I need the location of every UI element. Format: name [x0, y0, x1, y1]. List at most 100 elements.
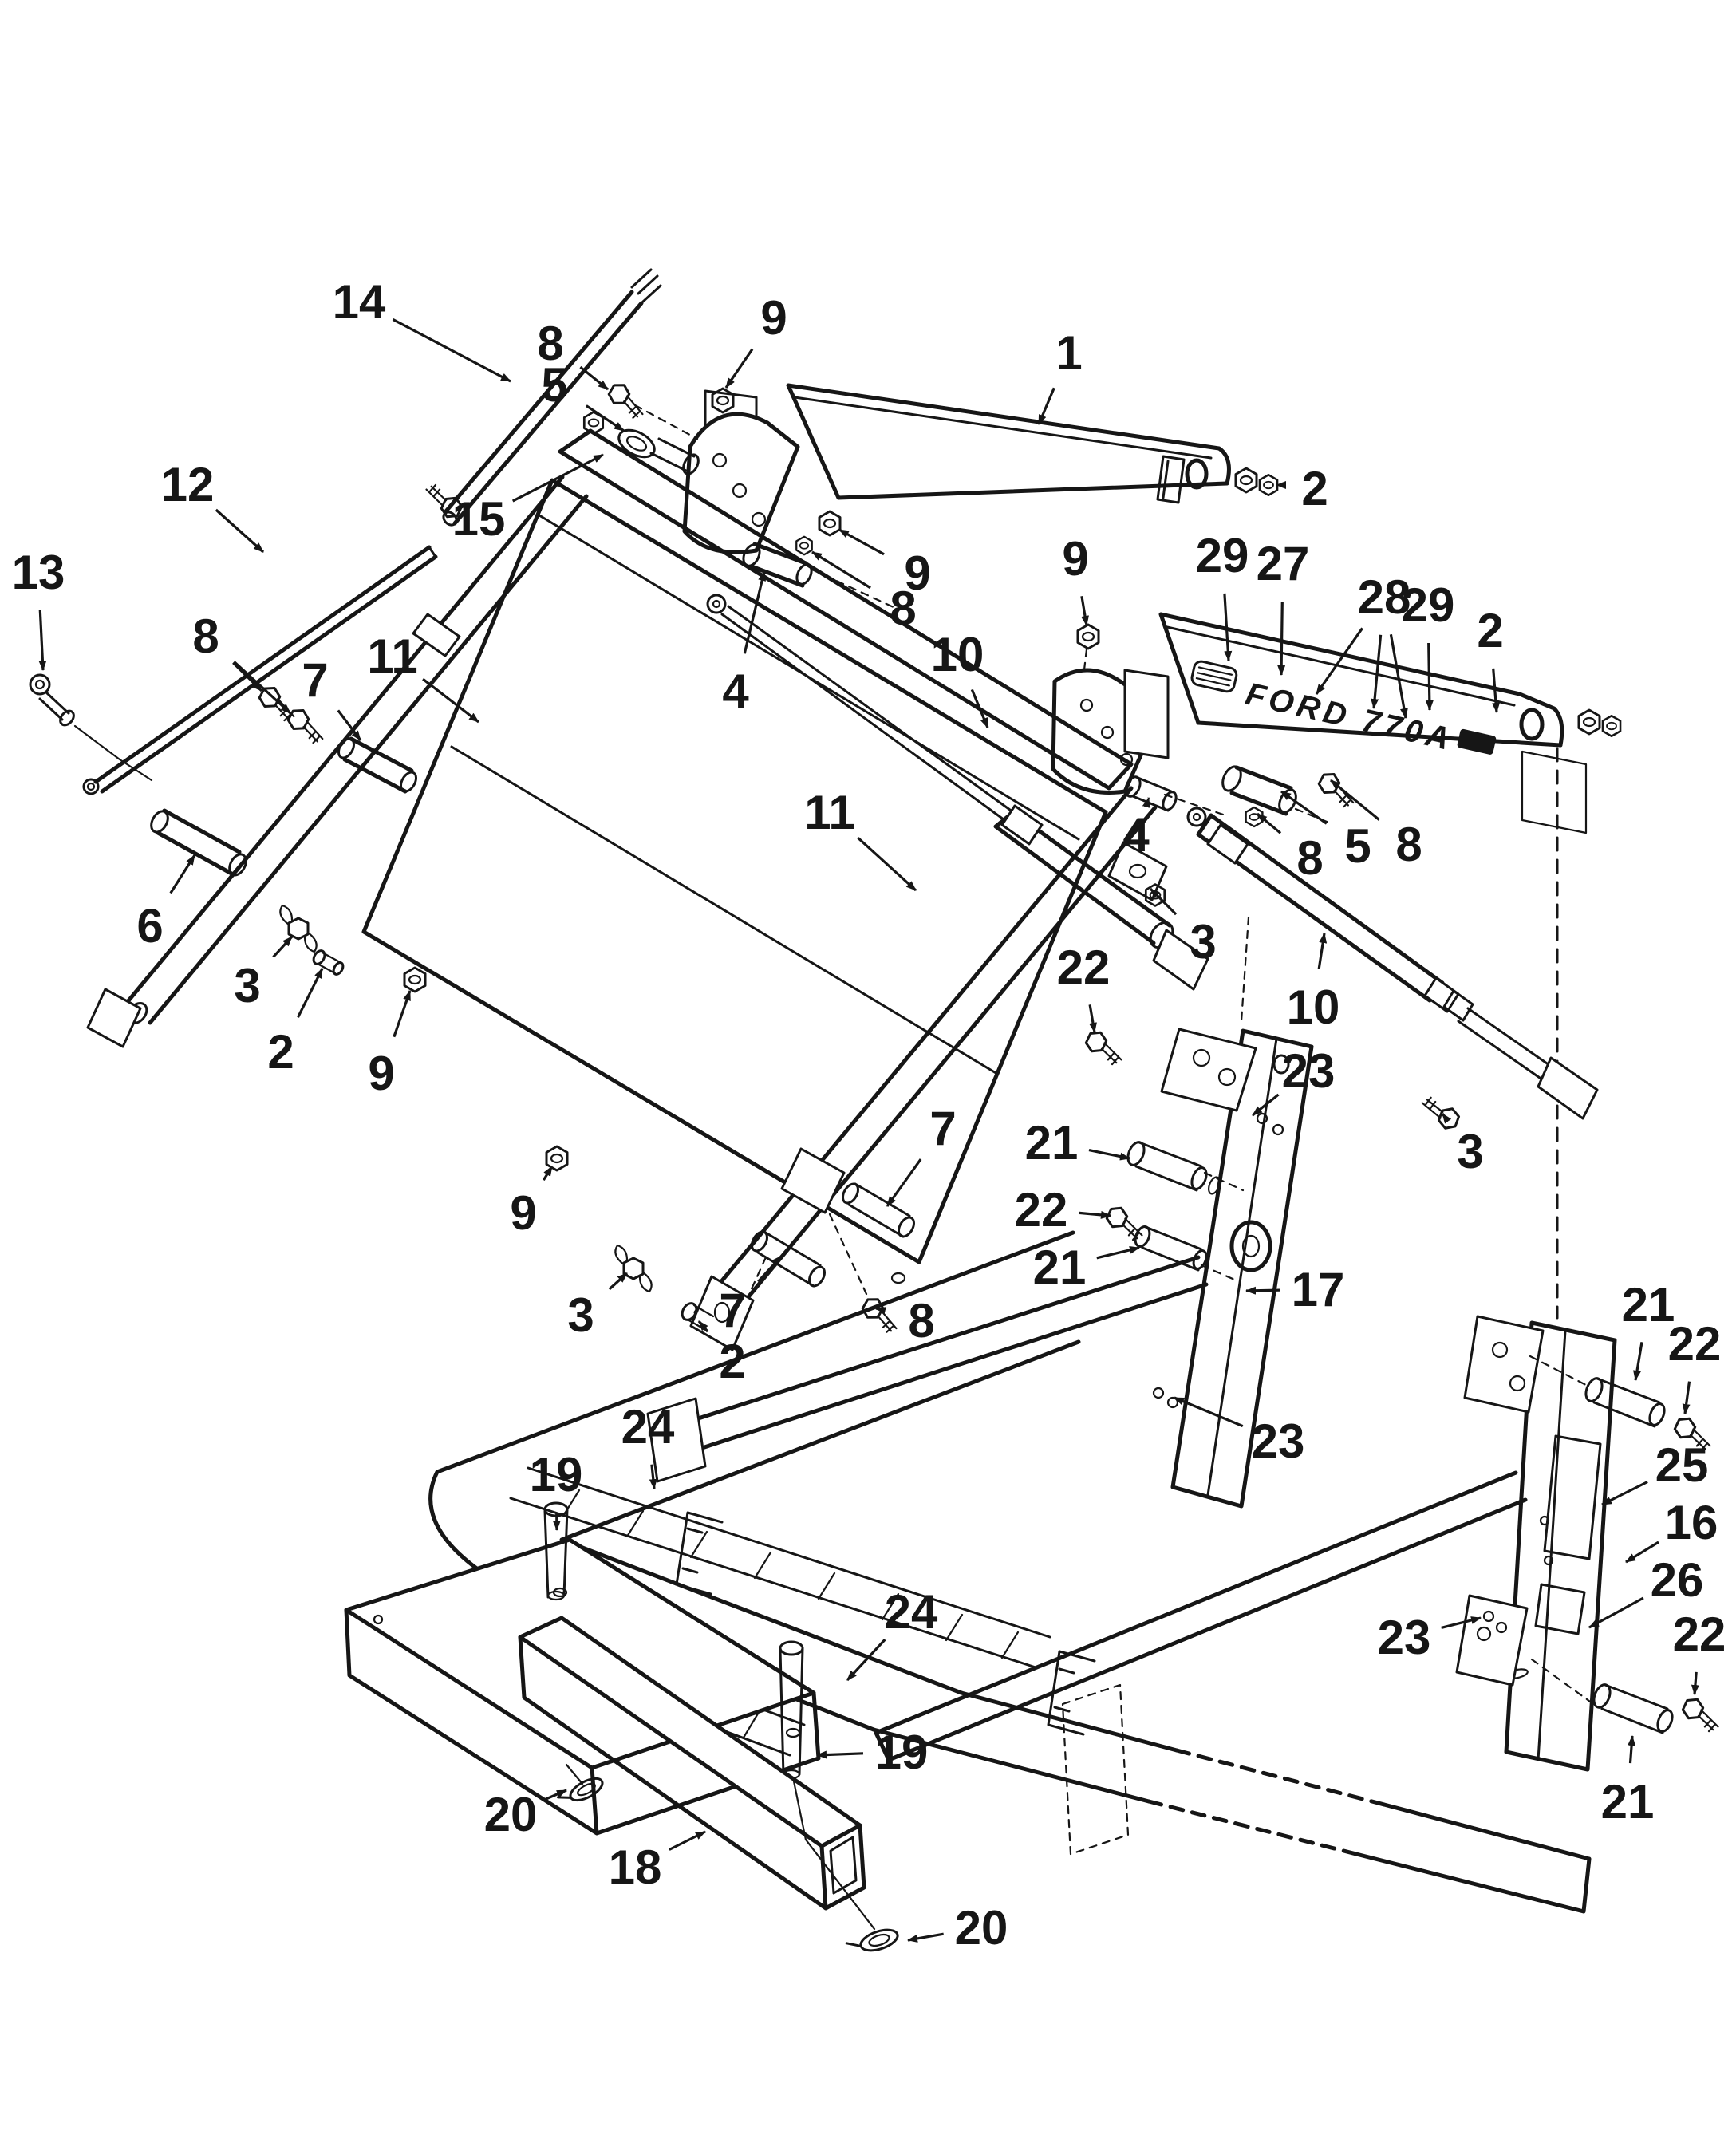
callout-arrow	[422, 677, 479, 724]
callout-arrow	[1280, 790, 1328, 825]
callout-arrow	[542, 1166, 554, 1182]
callout-arrow	[838, 528, 885, 556]
callout-arrow	[169, 854, 196, 894]
callout-arrow	[1096, 1245, 1140, 1260]
lift-arm-left-1	[582, 379, 1279, 678]
callout-arrow	[1149, 887, 1178, 916]
stabilizer-rod-12	[82, 545, 438, 795]
clevis-13	[29, 673, 153, 782]
nut-9-icon	[545, 1145, 569, 1172]
callout-arrow	[1601, 1481, 1648, 1506]
callout-number-21: 21	[1025, 1116, 1079, 1170]
pin-21-icon	[1584, 1377, 1666, 1428]
stabilizer-rod-14	[418, 268, 662, 527]
model-badge-icon	[1457, 728, 1497, 755]
callout-arrow	[1371, 634, 1383, 709]
callout-arrow	[1315, 627, 1363, 695]
callout-number-5: 5	[541, 358, 567, 412]
callout-arrow	[215, 508, 265, 554]
callout-number-23: 23	[1378, 1611, 1431, 1664]
callout-number-23: 23	[1252, 1414, 1305, 1468]
callout-number-25: 25	[1655, 1438, 1709, 1492]
nut-9-icon	[1076, 623, 1100, 650]
washer-8-icon	[795, 535, 813, 556]
callout-arrow	[297, 968, 324, 1018]
callout-arrow	[1425, 642, 1434, 711]
pin-21-icon	[1134, 1225, 1208, 1272]
callout-number-22: 22	[1057, 941, 1111, 994]
callout-number-29: 29	[1196, 529, 1249, 582]
callout-number-11: 11	[804, 786, 854, 839]
callout-number-9: 9	[1062, 532, 1088, 586]
callout-number-12: 12	[161, 458, 215, 511]
callout-arrow	[1256, 812, 1282, 834]
nut-2-icon	[1601, 714, 1622, 738]
callout-number-20: 20	[955, 1901, 1008, 1955]
callout-arrow	[907, 1932, 944, 1943]
callout-number-1: 1	[1055, 326, 1082, 380]
callout-arrow	[857, 837, 917, 892]
callout-number-3: 3	[1190, 915, 1216, 969]
callout-number-8: 8	[890, 582, 916, 635]
callout-arrow	[1441, 1113, 1452, 1124]
callout-number-5: 5	[1344, 819, 1371, 873]
bolt-3-icon	[1415, 1094, 1463, 1133]
callout-arrow	[579, 365, 610, 391]
callout-number-18: 18	[609, 1840, 662, 1894]
callout-arrow	[1625, 1541, 1659, 1564]
callout-arrow	[1389, 634, 1408, 719]
callout-number-8: 8	[908, 1294, 934, 1347]
bolt-22-icon	[1678, 1694, 1726, 1735]
callout-arrow	[669, 1830, 706, 1851]
callout-number-26: 26	[1651, 1553, 1704, 1607]
callout-arrow	[392, 318, 511, 383]
callout-arrow	[337, 709, 362, 741]
callout-arrow	[608, 1272, 629, 1291]
callout-arrow	[272, 935, 294, 958]
callout-arrow	[970, 688, 989, 728]
callout-number-29: 29	[1402, 578, 1455, 632]
callout-number-19: 19	[875, 1726, 929, 1779]
callout-arrow	[816, 1750, 864, 1759]
callout-number-3: 3	[567, 1288, 594, 1342]
lift-cylinder-left-10	[706, 594, 1209, 991]
pin-21-icon	[1126, 1141, 1221, 1195]
callout-number-4: 4	[722, 665, 749, 718]
callout-number-22: 22	[1673, 1608, 1726, 1661]
callout-number-15: 15	[452, 492, 506, 546]
decal-26	[1534, 1583, 1586, 1635]
cross-frame	[361, 428, 1134, 1264]
callout-arrow	[846, 1639, 886, 1682]
callout-arrow	[1174, 1396, 1244, 1428]
callout-arrow	[586, 404, 625, 432]
callout-number-7: 7	[929, 1102, 956, 1155]
pin-19	[543, 1501, 569, 1601]
callout-arrow	[886, 1158, 922, 1207]
callout-number-9: 9	[760, 291, 787, 345]
bolt-22-icon	[1081, 1028, 1130, 1068]
callout-number-28: 28	[1358, 570, 1411, 624]
callout-number-9: 9	[904, 546, 930, 600]
callout-number-9: 9	[510, 1186, 536, 1240]
callout-number-21: 21	[1622, 1278, 1675, 1331]
callout-arrow	[1088, 1004, 1097, 1033]
callout-number-8: 8	[1296, 831, 1323, 885]
pin-5-right	[1221, 765, 1297, 816]
bolt-8-icon	[603, 379, 652, 423]
callout-number-2: 2	[267, 1025, 294, 1079]
bolt-8-icon	[857, 1293, 905, 1337]
callout-arrow	[1277, 601, 1286, 676]
callout-number-16: 16	[1665, 1496, 1718, 1549]
callout-arrow	[393, 990, 412, 1038]
bumper-bar-18	[518, 1616, 876, 1931]
mid-hardware	[545, 1145, 915, 1337]
callout-number-13: 13	[12, 546, 65, 599]
callout-arrow	[1245, 1286, 1280, 1295]
nut-9-icon	[818, 510, 842, 537]
callout-arrow	[724, 348, 754, 389]
callout-number-7: 7	[302, 653, 328, 707]
ford-stripe-badge-icon	[1190, 660, 1238, 693]
callout-arrow	[811, 550, 871, 590]
